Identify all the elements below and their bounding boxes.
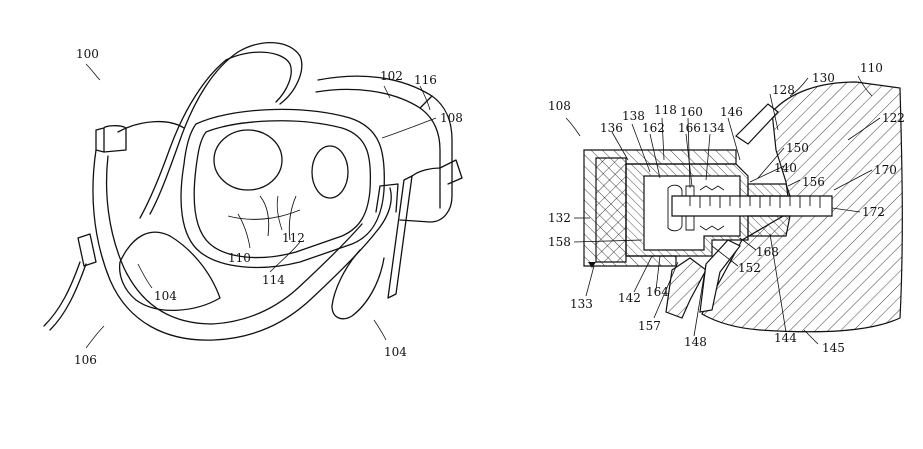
- label-112: 112: [282, 231, 305, 245]
- left-reference-labels: 100 102 116 108 112 110 114 104 104 106: [74, 47, 463, 367]
- left-leader-lines: [85, 63, 437, 349]
- label-114: 114: [262, 273, 285, 287]
- label-132: 132: [548, 211, 571, 225]
- label-168: 168: [756, 245, 779, 259]
- label-108-left: 108: [440, 111, 463, 125]
- right-reference-labels: 108 136 138 118 162 160 166 134 146 128 …: [548, 61, 905, 355]
- label-130: 130: [812, 71, 835, 85]
- label-100: 100: [76, 47, 99, 61]
- label-146: 146: [720, 105, 743, 119]
- right-leader-lines: [565, 75, 881, 345]
- label-162: 162: [642, 121, 665, 135]
- label-166: 166: [678, 121, 701, 135]
- label-138: 138: [622, 109, 645, 123]
- label-157: 157: [638, 319, 661, 333]
- label-102: 102: [380, 69, 403, 83]
- label-118: 118: [654, 103, 677, 117]
- label-108-right: 108: [548, 99, 571, 113]
- label-164: 164: [646, 285, 669, 299]
- label-116: 116: [414, 73, 437, 87]
- label-150: 150: [786, 141, 809, 155]
- cross-section-drawing: [583, 81, 903, 333]
- label-156: 156: [802, 175, 825, 189]
- label-170: 170: [874, 163, 897, 177]
- label-106: 106: [74, 353, 97, 367]
- label-172: 172: [862, 205, 885, 219]
- label-133: 133: [570, 297, 593, 311]
- label-104-right: 104: [384, 345, 407, 359]
- headset-drawing: [43, 41, 463, 341]
- label-104-left: 104: [154, 289, 177, 303]
- label-160: 160: [680, 105, 703, 119]
- label-158: 158: [548, 235, 571, 249]
- label-128: 128: [772, 83, 795, 97]
- label-142: 142: [618, 291, 641, 305]
- label-122: 122: [882, 111, 905, 125]
- label-140: 140: [774, 161, 797, 175]
- label-152: 152: [738, 261, 761, 275]
- label-110-right: 110: [860, 61, 883, 75]
- label-110-left: 110: [228, 251, 251, 265]
- label-145: 145: [822, 341, 845, 355]
- label-144: 144: [774, 331, 797, 345]
- label-136: 136: [600, 121, 623, 135]
- label-148: 148: [684, 335, 707, 349]
- label-134: 134: [702, 121, 725, 135]
